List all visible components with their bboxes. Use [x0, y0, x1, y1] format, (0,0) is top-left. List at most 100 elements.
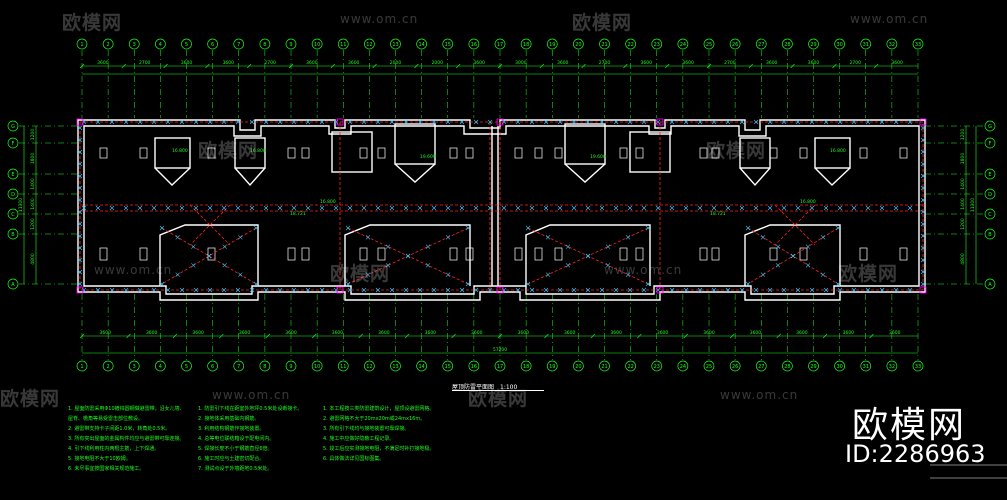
- dimension-tick: [312, 333, 317, 339]
- dimension-text: 3600: [97, 60, 109, 66]
- roof-opening: [554, 147, 563, 159]
- support-marker: [760, 272, 766, 277]
- dimension-tick: [246, 63, 252, 69]
- support-marker: [571, 287, 577, 293]
- title-underline: [452, 390, 544, 391]
- axis-label: 24: [680, 364, 686, 370]
- support-marker: [585, 253, 591, 259]
- roof-opening: [769, 247, 778, 261]
- support-marker: [389, 287, 395, 293]
- support-marker: [137, 205, 143, 211]
- support-marker: [809, 119, 815, 125]
- axis-bubble: [912, 360, 924, 372]
- support-marker: [123, 119, 129, 125]
- dimension-tick: [790, 63, 795, 69]
- axis-label: 18: [523, 364, 529, 370]
- support-marker: [585, 205, 591, 211]
- support-marker: [920, 233, 926, 239]
- axis-label: G: [988, 124, 992, 130]
- axis-label: 13: [392, 42, 398, 48]
- support-marker: [253, 225, 259, 231]
- axis-bubble: [984, 228, 996, 240]
- support-marker: [781, 119, 787, 125]
- roof-opening: [449, 147, 458, 159]
- axis-label: E: [11, 172, 14, 178]
- dimension-text: 4800: [30, 253, 36, 265]
- support-marker: [920, 185, 926, 191]
- axis-bubble: [625, 38, 636, 50]
- support-marker: [193, 287, 199, 293]
- dimension-tick: [497, 63, 503, 69]
- support-marker: [775, 263, 781, 268]
- support-marker: [753, 205, 759, 211]
- dimension-text: 3600: [843, 330, 855, 336]
- roof-opening: [534, 247, 543, 261]
- dimension-text: 3000: [515, 60, 527, 66]
- support-marker: [389, 119, 395, 125]
- support-marker: [683, 205, 689, 211]
- dimension-tick: [590, 333, 596, 339]
- axis-label: 1: [80, 42, 83, 48]
- axis-label: 10: [314, 42, 320, 48]
- support-marker: [625, 235, 631, 240]
- note-line: 7. 测试点设于外墙距地0.5米处。: [198, 466, 273, 472]
- support-marker: [77, 281, 83, 287]
- watermark-logo: 欧模网: [468, 388, 529, 410]
- elevation-label: 16.800: [172, 148, 188, 154]
- support-marker: [291, 205, 297, 211]
- conductor-support-markers: [77, 119, 926, 293]
- dimension-text: 3600: [181, 60, 193, 66]
- support-marker: [235, 119, 241, 125]
- support-marker: [207, 287, 213, 293]
- support-marker: [361, 287, 367, 293]
- support-marker: [345, 225, 351, 231]
- support-marker: [263, 287, 269, 293]
- dimension-text: 1200: [960, 129, 966, 141]
- support-marker: [645, 225, 651, 231]
- roof-opening: [301, 247, 310, 261]
- roof-opening: [207, 147, 216, 159]
- support-marker: [515, 119, 521, 125]
- axis-bubble: [7, 168, 19, 180]
- support-marker: [403, 287, 409, 293]
- support-marker: [459, 205, 465, 211]
- support-marker: [557, 119, 563, 125]
- support-marker: [77, 269, 83, 275]
- down-conductor: [76, 118, 84, 126]
- axis-label: 4: [159, 42, 162, 48]
- support-marker: [529, 287, 535, 293]
- support-marker: [291, 119, 297, 125]
- axis-bubble: [207, 360, 218, 372]
- support-marker: [837, 119, 843, 125]
- roof-opening: [799, 247, 808, 261]
- elevation-label: 16.800: [250, 148, 266, 154]
- support-marker: [137, 119, 143, 125]
- notes-column: 1. 本工程按三类防雷建筑设计，屋顶设避雷网格。2. 避雷网格不大于20mx20…: [323, 404, 434, 464]
- axis-label: 23: [654, 42, 660, 48]
- support-marker: [697, 119, 703, 125]
- axis-bubble: [7, 278, 19, 290]
- support-marker: [179, 287, 185, 293]
- dimension-tick: [172, 333, 178, 339]
- support-marker: [851, 287, 857, 293]
- support-marker: [865, 205, 871, 211]
- dimension-tick: [121, 63, 127, 69]
- support-marker: [879, 119, 885, 125]
- support-marker: [277, 119, 283, 125]
- support-marker: [445, 205, 451, 211]
- elevation-label: 19.600: [590, 154, 606, 160]
- support-marker: [920, 245, 926, 251]
- brand-logo: 欧模网: [852, 405, 967, 446]
- drawing-title: 屋顶防雷平面图 1:100: [452, 384, 518, 391]
- support-marker: [907, 287, 913, 293]
- note-line: 2. 避雷网格不大于20mx20m或24mx16m。: [323, 416, 426, 422]
- dimension-tick: [79, 63, 85, 69]
- axis-bubble: [886, 38, 898, 50]
- support-marker: [920, 221, 926, 227]
- axis-bubble: [442, 360, 454, 372]
- axis-bubble: [729, 38, 741, 50]
- watermark-logo: 欧模网: [706, 140, 767, 162]
- axis-label: 25: [706, 364, 712, 370]
- axis-bubble: [834, 360, 845, 372]
